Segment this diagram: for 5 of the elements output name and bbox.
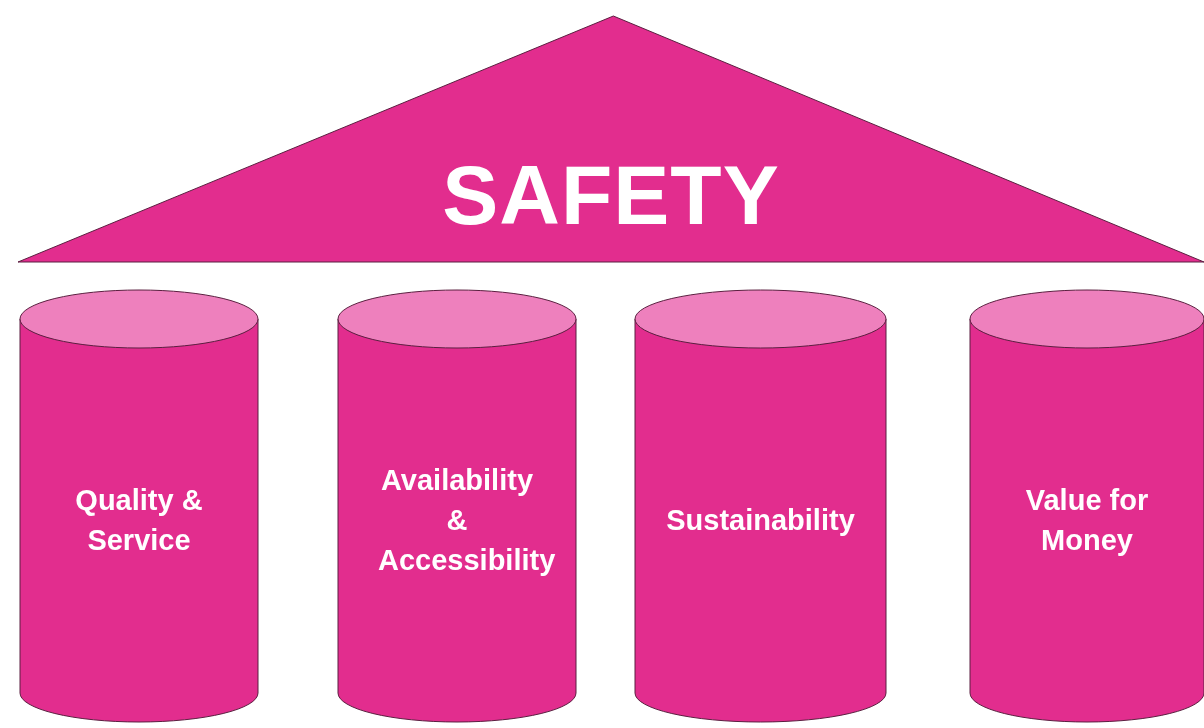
- pillar-label: Value for Money: [1024, 483, 1150, 558]
- roof-label: SAFETY: [441, 153, 781, 237]
- pillar-label: Quality & Service: [74, 483, 204, 558]
- pillar-label: Availability & Accessibility: [377, 463, 557, 578]
- pillar-label: Sustainability: [665, 503, 856, 538]
